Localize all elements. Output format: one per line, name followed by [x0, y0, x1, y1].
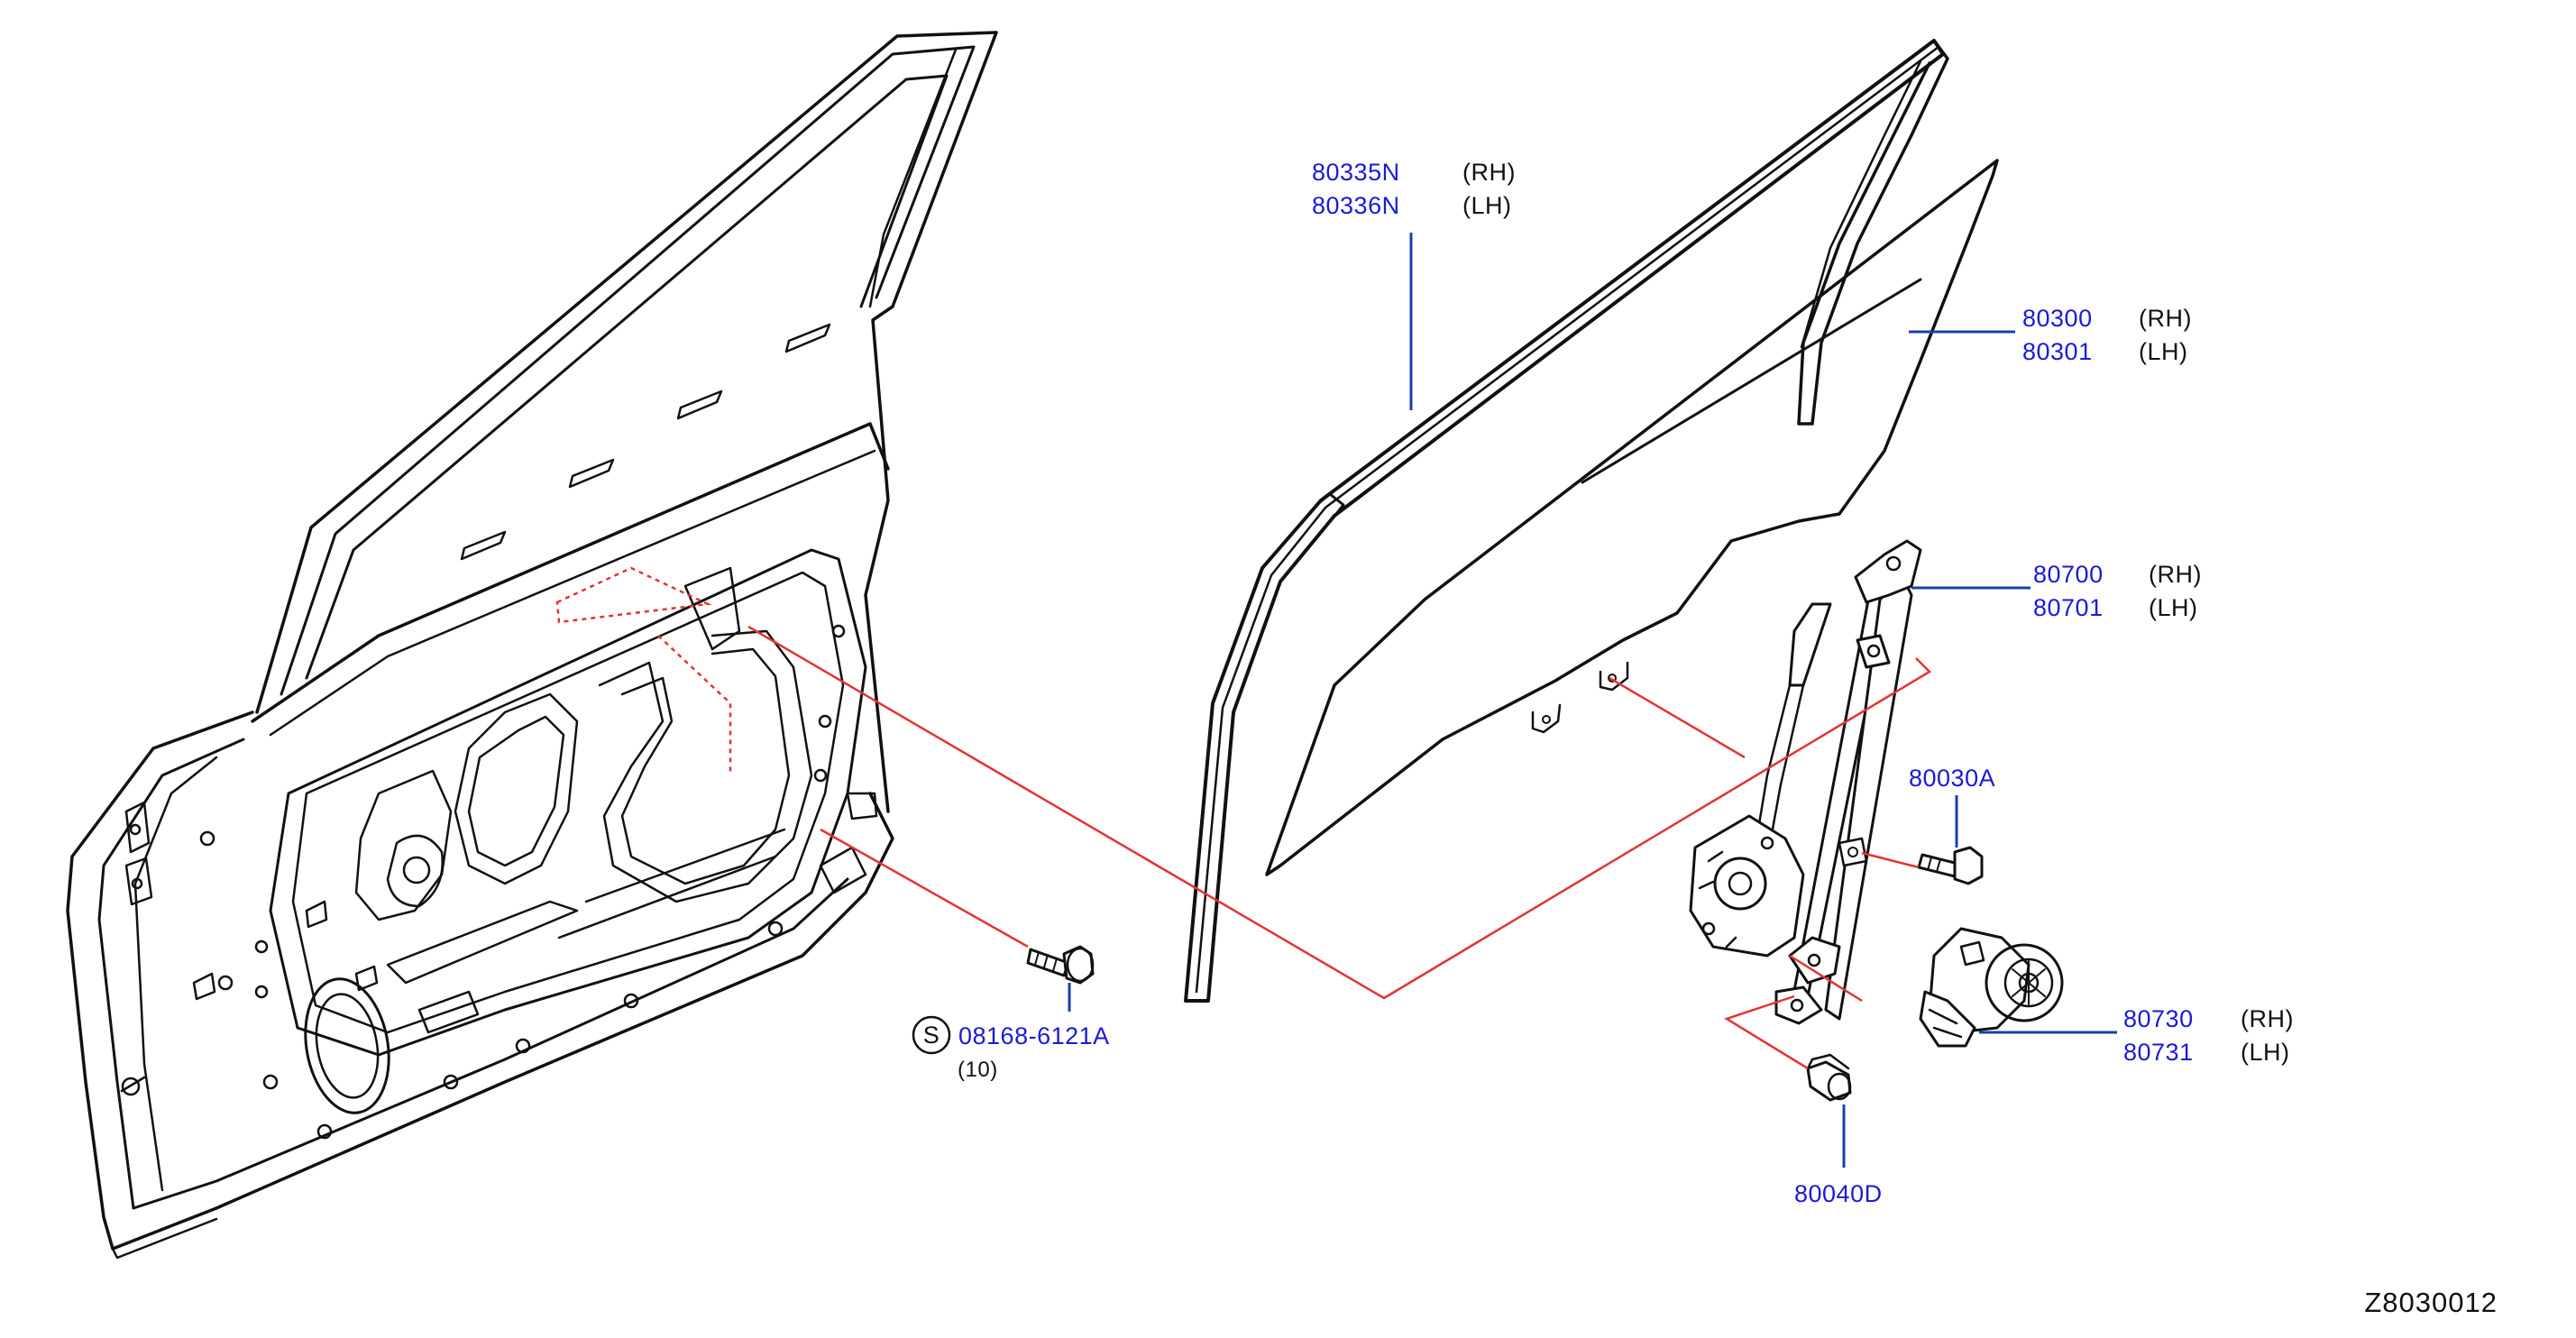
callout-leader-lines — [1068, 233, 2117, 1168]
door-glass-illustration — [1265, 159, 1999, 876]
side-label-rh: (RH) — [2241, 1005, 2294, 1032]
part-number-08168-6121a[interactable]: 08168-6121A — [958, 1022, 1110, 1049]
bolt-80040d-illustration — [1806, 1053, 1852, 1102]
diagram-code: Z8030012 — [2364, 1287, 2498, 1318]
standard-part-symbol-icon — [912, 1015, 951, 1055]
part-number-80301[interactable]: 80301 — [2022, 338, 2093, 365]
part-number-80730[interactable]: 80730 — [2123, 1005, 2194, 1032]
callout-motor: 80730 80731 (RH) (LH) — [2123, 1005, 2294, 1066]
part-number-80335n[interactable]: 80335N — [1312, 159, 1400, 186]
bolt-80030a-illustration — [1917, 846, 1984, 885]
part-number-80336n[interactable]: 80336N — [1312, 192, 1400, 219]
part-number-80701[interactable]: 80701 — [2033, 594, 2104, 621]
part-number-80300[interactable]: 80300 — [2022, 305, 2093, 332]
bolt-08168-illustration — [1026, 945, 1095, 985]
callout-glass: 80300 80301 (RH) (LH) — [2022, 305, 2192, 365]
part-number-80700[interactable]: 80700 — [2033, 561, 2104, 588]
callout-standard-bolt: S 08168-6121A (10) — [912, 1015, 1110, 1082]
standard-part-symbol-text: S — [923, 1022, 940, 1049]
window-regulator-illustration — [1689, 539, 1922, 1025]
quantity-label: (10) — [958, 1058, 998, 1082]
window-motor-illustration — [1919, 927, 2064, 1048]
callout-bolt-d: 80040D — [1794, 1180, 1883, 1207]
part-number-80030a[interactable]: 80030A — [1909, 765, 1995, 792]
side-label-lh: (LH) — [2149, 594, 2198, 621]
side-label-rh: (RH) — [1462, 159, 1516, 186]
callout-bolt-a: 80030A — [1909, 765, 1995, 792]
callout-regulator: 80700 80701 (RH) (LH) — [2033, 561, 2202, 621]
side-label-lh: (LH) — [1462, 192, 1512, 219]
side-label-rh: (RH) — [2149, 561, 2202, 588]
side-label-lh: (LH) — [2241, 1039, 2290, 1066]
callout-channel: 80335N 80336N (RH) (LH) — [1312, 159, 1516, 219]
assembly-reference-lines — [555, 566, 1932, 1070]
side-label-lh: (LH) — [2139, 338, 2188, 365]
part-number-80731[interactable]: 80731 — [2123, 1039, 2194, 1066]
side-label-rh: (RH) — [2139, 305, 2192, 332]
part-number-80040d[interactable]: 80040D — [1794, 1180, 1883, 1207]
door-panel-illustration — [66, 31, 998, 1260]
glass-run-channel-illustration — [1184, 39, 1949, 1003]
